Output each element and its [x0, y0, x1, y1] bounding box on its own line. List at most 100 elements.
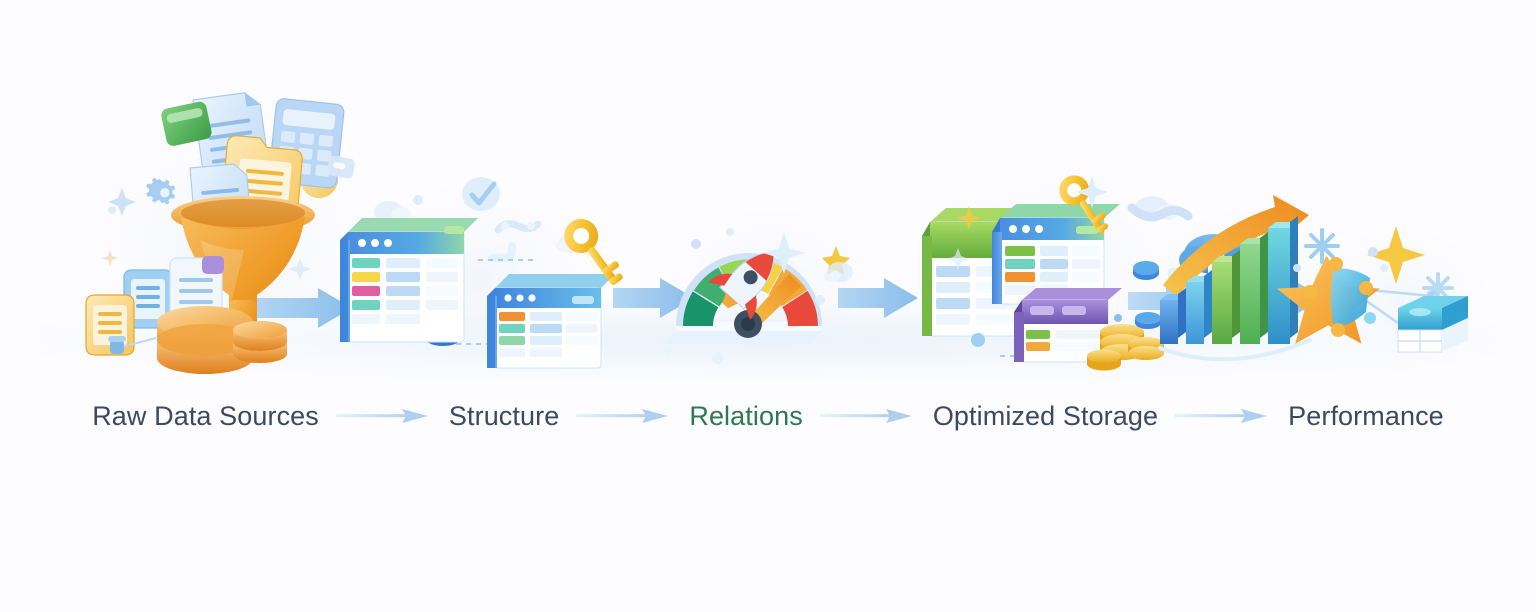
sparkle-icon [102, 250, 118, 266]
folder-icon [220, 135, 303, 233]
table-panel-icon [487, 274, 615, 369]
decor-dot [1380, 264, 1388, 272]
node-dot [1135, 318, 1161, 329]
decor-dot [373, 303, 387, 317]
key-icon [564, 218, 623, 285]
arrow-right-icon [819, 409, 912, 423]
relation-link [387, 259, 536, 345]
decor-dot [664, 348, 672, 356]
snowflake-icon [1422, 272, 1454, 304]
bar-chart-icon [1160, 216, 1298, 344]
flow-arrow-icon [1128, 283, 1196, 319]
link-node-icon [488, 242, 516, 262]
scene-relations [664, 228, 853, 364]
flow-arrow-icon [255, 288, 352, 328]
star-icon [1367, 226, 1425, 284]
document-icon [189, 163, 254, 251]
flow-arrow-icon [838, 278, 918, 318]
rocket-icon [708, 251, 775, 320]
step-label-raw-data-sources: Raw Data Sources [92, 400, 319, 431]
decor-dot [108, 206, 116, 214]
pipeline-label-row: Raw Data Sources Structure Relations Opt… [0, 392, 1536, 440]
clipboard-icon [85, 294, 135, 356]
star-shield-icon [1276, 255, 1380, 344]
scene-performance [1127, 195, 1312, 362]
node-dot [1135, 312, 1161, 324]
folder-icon [161, 101, 212, 146]
database-cube-icon [1397, 296, 1468, 353]
document-icon [169, 256, 224, 335]
star-icon [822, 246, 850, 275]
sparkle-icon [108, 188, 136, 216]
arrow-right-icon [576, 409, 669, 423]
step-label-optimized-storage: Optimized Storage [932, 400, 1159, 431]
cloud-icon [824, 262, 853, 282]
link-node-icon [108, 336, 157, 354]
sparkle-icon [577, 228, 599, 250]
cloud-icon [556, 233, 587, 253]
arrow-right-icon [335, 409, 428, 423]
decor-dot [413, 195, 423, 205]
cloud-icon [1135, 196, 1179, 220]
decor-dot [335, 160, 345, 170]
database-cylinder-icon [233, 321, 287, 363]
document-icon [192, 92, 272, 188]
scene-structure [340, 177, 623, 369]
decor-dot [712, 352, 724, 364]
ground-swoosh [1158, 338, 1312, 362]
document-icon [123, 269, 173, 329]
node-dot [1426, 290, 1438, 302]
network-edge [1334, 267, 1433, 332]
decor-dot [726, 228, 734, 236]
sparkle-icon [1076, 176, 1108, 208]
step-label-performance: Performance [1288, 400, 1444, 431]
sparkle-icon [957, 206, 981, 230]
ground-shadow [40, 300, 1496, 380]
table-block-purple-icon [1014, 288, 1122, 363]
decor-dot [815, 295, 825, 305]
arrow-right-icon [1175, 409, 1268, 423]
coin-stack-icon [1087, 349, 1121, 371]
node-dot [1133, 261, 1159, 275]
relation-link [1000, 300, 1167, 357]
ribbon-decor [1127, 203, 1193, 222]
table-block-green-icon [922, 208, 1052, 337]
decor-dot [1368, 247, 1378, 257]
gauge-icon [683, 259, 818, 327]
cloud-icon [374, 201, 411, 223]
gear-icon [300, 149, 341, 198]
cloud-upload-icon [1179, 234, 1249, 278]
sparkle-icon [763, 232, 805, 274]
coin-stack-icon [1100, 324, 1144, 360]
step-label-structure: Structure [448, 400, 560, 431]
scene-security-network [1276, 226, 1468, 353]
gear-icon [146, 177, 176, 205]
scene-optimized-storage [922, 175, 1167, 371]
card-icon [327, 155, 355, 179]
snowflake-icon [1304, 228, 1340, 264]
spreadsheet-icon [268, 98, 345, 189]
flow-arrow-icon [613, 278, 694, 318]
gauge-needle [734, 274, 801, 338]
decor-dot [1293, 264, 1301, 272]
step-label-relations: Relations [689, 400, 803, 431]
coin-stack-icon [1128, 337, 1164, 360]
node-dot [1114, 314, 1122, 322]
check-badge-icon [462, 177, 500, 211]
sparkle-icon [947, 248, 969, 270]
decor-dot [691, 239, 701, 249]
link-node-icon [494, 220, 542, 234]
flow-arrow-icon [1246, 277, 1324, 319]
trend-arrow-icon [1163, 195, 1309, 297]
node-dot [1133, 268, 1159, 280]
node-dot [426, 333, 460, 346]
table-panel-icon [340, 218, 478, 343]
decor-dot [971, 333, 985, 347]
table-block-blue-icon [992, 204, 1120, 305]
database-cylinder-icon [157, 306, 253, 374]
funnel-icon [171, 196, 315, 348]
scene-raw-data-sources [85, 92, 355, 374]
link-node-icon [1168, 268, 1183, 283]
